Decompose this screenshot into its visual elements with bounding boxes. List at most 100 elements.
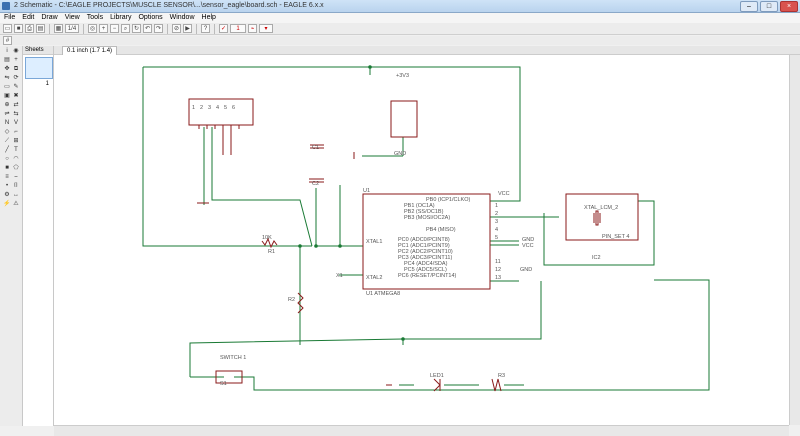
u1-pin-label-10: PC4 (ADC4/SDA) (404, 261, 448, 267)
dimension-icon[interactable]: ↔ (13, 192, 19, 198)
pin-num-5: 5 (495, 235, 498, 241)
gnd-label-ic2: GND (394, 151, 406, 157)
go-icon[interactable]: ▶ (183, 24, 192, 33)
change-icon[interactable]: ✎ (13, 84, 19, 90)
erc-icon[interactable]: ✓ (219, 24, 228, 33)
menu-edit[interactable]: Edit (22, 14, 35, 21)
save-icon[interactable]: ■ (14, 24, 23, 33)
arc-icon[interactable]: ◠ (13, 156, 19, 162)
copy-icon[interactable]: ⧉ (13, 66, 19, 72)
display-icon[interactable]: ▤ (4, 57, 10, 63)
net-tool-icon[interactable]: ⎯ (14, 174, 18, 180)
undo-icon[interactable]: ↶ (143, 24, 152, 33)
show-icon[interactable]: ◉ (13, 48, 19, 54)
mark-icon[interactable]: + (14, 57, 18, 63)
c2-label: C2 (312, 181, 319, 187)
title-bar: 2 Schematic - C:\EAGLE PROJECTS\MUSCLE S… (0, 0, 800, 13)
split-icon[interactable]: ⟋ (4, 138, 10, 144)
menu-help[interactable]: Help (201, 14, 216, 21)
rect-icon[interactable]: ■ (5, 165, 9, 171)
add-icon[interactable]: ⊕ (4, 102, 10, 108)
erc-tool-icon[interactable]: ⚡ (3, 201, 11, 207)
value-icon[interactable]: V (13, 120, 18, 126)
wire[interactable] (143, 66, 521, 202)
wire[interactable] (142, 67, 312, 247)
maximize-button[interactable]: □ (760, 1, 778, 12)
connector-symbol[interactable] (188, 98, 254, 126)
errors-icon[interactable]: ⚠ (13, 201, 19, 207)
zoom-out-icon[interactable]: − (110, 24, 119, 33)
attribute-icon[interactable]: ⚙ (4, 192, 10, 198)
ic2-label: XTAL_LCM_2 (584, 205, 618, 211)
info-icon[interactable]: i (6, 48, 8, 54)
redo-icon[interactable]: ↷ (154, 24, 163, 33)
replace-icon[interactable]: ⇌ (4, 111, 10, 117)
circle-icon[interactable]: ○ (5, 156, 9, 162)
grid-info-tab[interactable]: 0.1 inch (1.7 1.4) (62, 46, 118, 55)
invoke-icon[interactable]: ⊞ (13, 138, 19, 144)
zoom-fit-icon[interactable]: ◎ (88, 24, 97, 33)
menu-draw[interactable]: Draw (41, 14, 58, 21)
mirror-icon[interactable]: ⇋ (4, 75, 10, 81)
name-icon[interactable]: N (4, 120, 10, 126)
r1-symbol[interactable] (261, 237, 278, 249)
close-button[interactable]: × (780, 1, 798, 12)
redraw-icon[interactable]: ↻ (132, 24, 141, 33)
board-icon[interactable]: ▦ (54, 24, 63, 33)
paste-icon[interactable]: ▣ (4, 93, 10, 99)
cam-icon[interactable]: ▤ (36, 24, 45, 33)
sheet-thumbnail[interactable] (25, 57, 53, 79)
stop-icon[interactable]: ⊘ (172, 24, 181, 33)
print-icon[interactable]: ⎙ (25, 24, 34, 33)
menu-view[interactable]: View (64, 14, 80, 21)
schematic-drawing: +3V3 1 2 3 4 5 6 C1 C2 GND U1 U1 ATMEGA8… (142, 65, 710, 392)
menu-options[interactable]: Options (138, 14, 163, 21)
label-icon[interactable]: ⌷ (14, 183, 18, 189)
help-icon[interactable]: ? (201, 24, 210, 33)
miter-icon[interactable]: ⌐ (14, 129, 18, 135)
vertical-scrollbar[interactable] (789, 55, 800, 425)
junction-icon[interactable]: • (5, 183, 9, 189)
polygon-icon[interactable]: ⬠ (13, 165, 19, 171)
zoom-select-icon[interactable]: ⌕ (121, 24, 130, 33)
grid-dropdown[interactable]: 1 (230, 24, 246, 33)
pin-num-1: 1 (495, 203, 498, 209)
move-icon[interactable]: ✥ (4, 66, 10, 72)
r2-symbol[interactable] (297, 292, 304, 314)
wire-icon[interactable]: ╱ (5, 147, 9, 153)
gnd-net-label: GND (522, 237, 534, 243)
ic2-symbol[interactable] (390, 100, 418, 138)
menu-window[interactable]: Window (169, 14, 195, 21)
u1-symbol[interactable] (362, 193, 491, 290)
bus-icon[interactable]: ≡ (5, 174, 9, 180)
u1-xtal2: XTAL2 (366, 275, 382, 281)
menu-tools[interactable]: Tools (86, 14, 104, 21)
u1-pin-label-5: PB4 (MISO) (426, 227, 456, 233)
switch-symbol[interactable] (215, 370, 243, 384)
ic2-name: IC2 (592, 255, 601, 261)
x1-label: X1 (336, 273, 343, 279)
rotate-icon[interactable]: ⟳ (13, 75, 19, 81)
xtal-symbol[interactable] (565, 193, 639, 241)
smash-icon[interactable]: ◇ (4, 129, 10, 135)
net-icon[interactable]: ⌁ (248, 24, 257, 33)
u1-name: U1 (363, 188, 370, 194)
grid-icon[interactable]: # (3, 36, 12, 45)
gateswap-icon[interactable]: ⇆ (13, 111, 19, 117)
zoom-level[interactable]: 1/4 (65, 24, 79, 33)
open-icon[interactable]: ▭ (3, 24, 12, 33)
u1-pin-label-2: PB1 (OC1A) (404, 203, 435, 209)
group-icon[interactable]: ▭ (4, 84, 10, 90)
pin-num-2: 2 (495, 211, 498, 217)
zoom-in-icon[interactable]: + (99, 24, 108, 33)
menu-file[interactable]: File (4, 14, 16, 21)
text-icon[interactable]: T (14, 147, 18, 153)
minimize-button[interactable]: – (740, 1, 758, 12)
layer-dropdown[interactable]: ▾ (259, 24, 273, 33)
sheet-number: 1 (45, 81, 49, 87)
schematic-canvas[interactable]: +3V3 1 2 3 4 5 6 C1 C2 GND U1 U1 ATMEGA8… (54, 55, 789, 425)
pinswap-icon[interactable]: ⇄ (13, 102, 19, 108)
horizontal-scrollbar[interactable] (54, 425, 789, 436)
delete-icon[interactable]: ✖ (13, 93, 19, 99)
menu-library[interactable]: Library (110, 14, 132, 21)
